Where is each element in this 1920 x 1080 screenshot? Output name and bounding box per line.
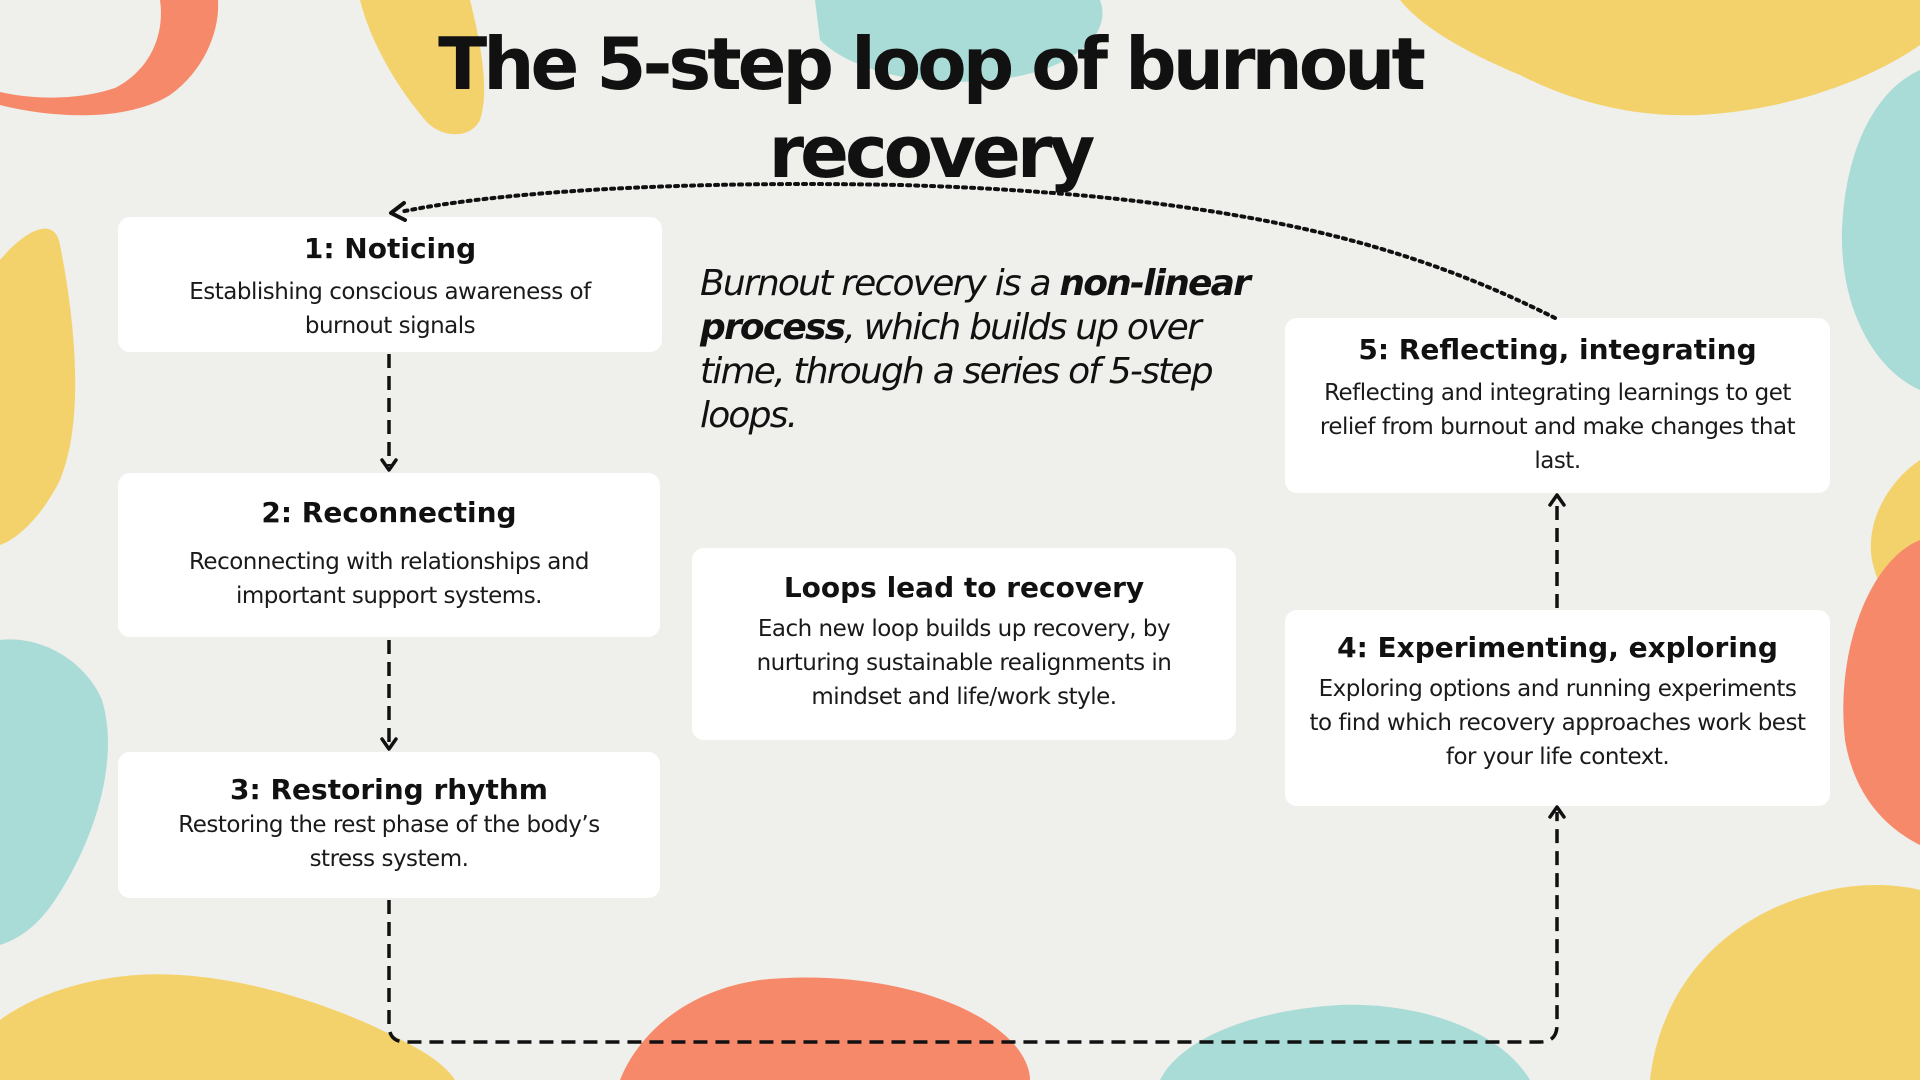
teal-blob-right	[1841, 70, 1920, 390]
step-card-reconnecting: 2: Reconnecting Reconnecting with relati…	[118, 473, 660, 637]
coral-arc-top-left	[0, 0, 219, 116]
step-description: Establishing conscious awareness of burn…	[189, 279, 591, 339]
intro-text: Burnout recovery is a non-linear process…	[700, 262, 1260, 438]
step-title: 5: Reflecting, integrating	[1358, 333, 1757, 366]
yellow-blob-top-left	[360, 0, 485, 135]
step-description: Restoring the rest phase of the body’s s…	[178, 812, 600, 872]
page-title: The 5-step loop of burnout recovery	[438, 22, 1426, 194]
step-title: 4: Experimenting, exploring	[1337, 631, 1778, 664]
step-title: 1: Noticing	[303, 232, 477, 265]
step-title: 3: Restoring rhythm	[230, 773, 548, 806]
step-card-restoring-rhythm: 3: Restoring rhythm Restoring the rest p…	[118, 752, 660, 898]
step-card-noticing: 1: Noticing Establishing conscious aware…	[118, 217, 662, 352]
step-card-experimenting: 4: Experimenting, exploring Exploring op…	[1285, 610, 1830, 806]
step-description: Exploring options and running experiment…	[1309, 676, 1806, 770]
step-description: Reconnecting with relationships and impo…	[188, 549, 590, 609]
yellow-blob-bottom-right	[1650, 885, 1920, 1080]
teal-blob-top	[815, 0, 1103, 82]
center-box-title: Loops lead to recovery	[783, 571, 1145, 604]
step-description: Reflecting and integrating learnings to …	[1319, 380, 1796, 474]
step-card-reflecting: 5: Reflecting, integrating Reflecting an…	[1285, 318, 1830, 493]
intro-text-part1: Burnout recovery is a	[700, 263, 1060, 304]
loops-lead-to-recovery-box: Loops lead to recovery Each new loop bui…	[692, 548, 1236, 740]
coral-blob-right	[1843, 540, 1920, 845]
yellow-blob-top-right	[1400, 0, 1920, 116]
teal-blob-left	[0, 639, 108, 945]
center-box-description: Each new loop builds up recovery, by nur…	[756, 616, 1172, 710]
yellow-blob-left	[0, 228, 76, 545]
yellow-blob-bottom-left	[0, 974, 455, 1080]
step-title: 2: Reconnecting	[261, 496, 517, 529]
coral-blob-bottom	[620, 977, 1030, 1080]
teal-blob-bottom	[1160, 1004, 1530, 1080]
